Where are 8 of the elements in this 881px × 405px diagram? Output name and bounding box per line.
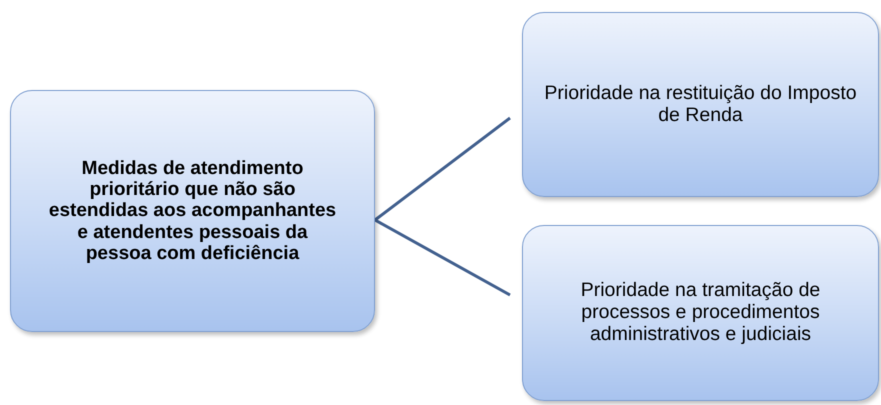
rounded-box xyxy=(522,225,879,401)
rounded-box xyxy=(10,90,375,332)
box-text: Prioridade na restituição do Imposto de Renda xyxy=(543,82,858,126)
connector-line xyxy=(374,218,511,296)
connector-line xyxy=(374,116,511,222)
box-text: Prioridade na tramitação de processos e procedimentos administrativos e judiciais xyxy=(580,280,822,346)
box-text: Medidas de atendimento prioritário que não são estendidas aos acompanhantes e atendentes pessoais da pessoa com deficiência xyxy=(48,158,338,264)
rounded-box xyxy=(522,12,879,197)
